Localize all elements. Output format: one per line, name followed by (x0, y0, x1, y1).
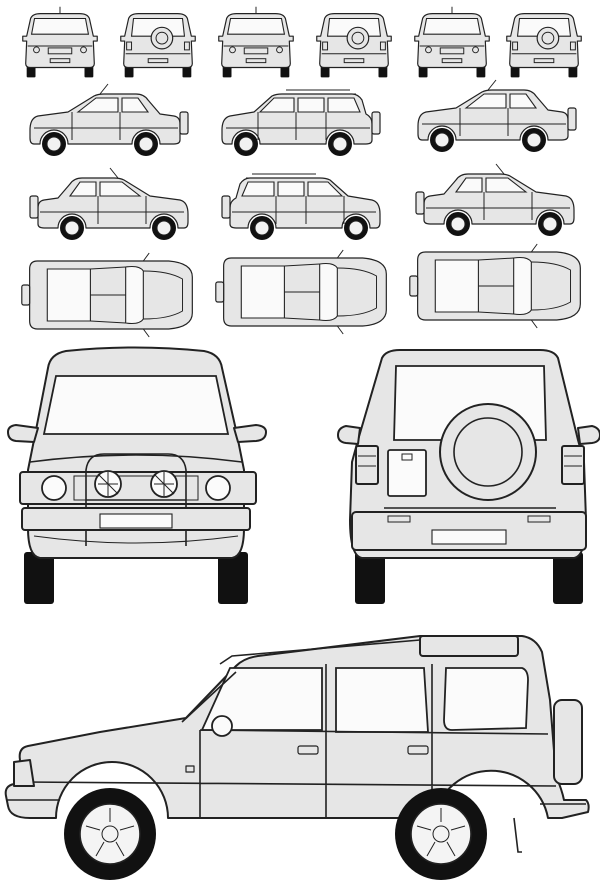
small-views-front-rear (22, 6, 582, 78)
small-views-side-row-1 (29, 79, 577, 157)
small-views-side-row-2 (29, 163, 575, 241)
large-rear-view (337, 349, 600, 604)
small-views-top (21, 243, 581, 338)
large-side-view (4, 635, 590, 880)
large-front-view (7, 346, 267, 604)
